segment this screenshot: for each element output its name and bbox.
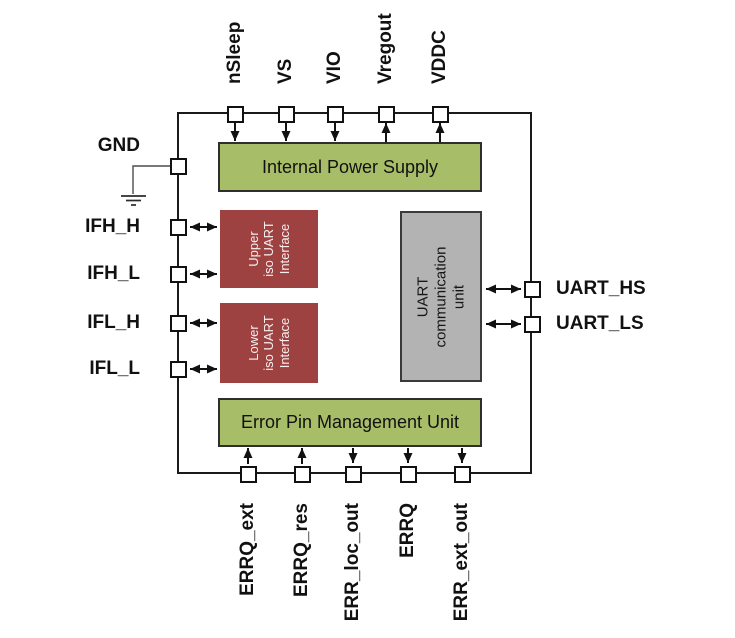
pin-ifh-h (170, 219, 187, 236)
pin-label-errq-ext: ERRQ_ext (237, 503, 258, 596)
pin-label-ifh-h: IFH_H (85, 216, 140, 237)
block-label-line: iso UART (261, 221, 277, 277)
pin-label-vio: VIO (324, 51, 345, 84)
pin-ifl-h (170, 315, 187, 332)
block-uart-communication-unit: UART communication unit (400, 211, 482, 382)
block-label-line: Lower (246, 325, 261, 361)
pin-label-errq-res: ERRQ_res (291, 503, 312, 597)
pin-label-ifl-l: IFL_L (89, 358, 140, 379)
block-label-line: communication (432, 246, 450, 347)
pin-label-vregout: Vregout (375, 13, 396, 84)
pin-label-vddc: VDDC (429, 30, 450, 84)
pin-uart-hs (524, 281, 541, 298)
ground-wire (132, 165, 170, 194)
pin-ifh-l (170, 266, 187, 283)
block-error-pin-management-unit: Error Pin Management Unit (218, 398, 482, 447)
block-label-upper-iso: Upper iso UART Interface (245, 213, 293, 285)
block-label-internal-power-supply: Internal Power Supply (261, 156, 439, 177)
pin-vs (278, 106, 295, 123)
block-label-line: Interface (276, 223, 292, 275)
pin-label-ifl-h: IFL_H (87, 312, 140, 333)
pin-label-nsleep: nSleep (224, 21, 245, 84)
pin-nsleep (227, 106, 244, 123)
pin-vregout (378, 106, 395, 123)
pin-ifl-l (170, 361, 187, 378)
block-label-uart-comm: UART communication unit (412, 246, 470, 347)
block-label-line: Interface (276, 317, 292, 369)
pin-label-err-loc-out: ERR_loc_out (342, 503, 363, 622)
block-label-line: iso UART (261, 315, 277, 371)
block-lower-iso-uart-interface: Lower iso UART Interface (220, 303, 318, 383)
pin-label-errq: ERRQ (397, 503, 418, 558)
pin-label-ifh-l: IFH_L (87, 263, 140, 284)
ground-icon (121, 195, 146, 206)
block-label-line: unit (449, 284, 467, 309)
block-label-line: Upper (246, 231, 261, 267)
block-label-lower-iso: Lower iso UART Interface (245, 307, 293, 379)
pin-err-loc-out (345, 466, 362, 483)
block-internal-power-supply: Internal Power Supply (218, 142, 482, 192)
pin-gnd (170, 158, 187, 175)
pin-errq-ext (240, 466, 257, 483)
block-label-line: UART (414, 276, 432, 317)
pin-label-gnd: GND (97, 135, 140, 156)
pin-errq (400, 466, 417, 483)
pin-label-vs: VS (275, 58, 296, 84)
pin-uart-ls (524, 316, 541, 333)
pin-label-uart-ls: UART_LS (556, 313, 644, 334)
pin-vio (327, 106, 344, 123)
pin-errq-res (294, 466, 311, 483)
pin-vddc (432, 106, 449, 123)
block-upper-iso-uart-interface: Upper iso UART Interface (220, 210, 318, 288)
block-label-error-pin-management: Error Pin Management Unit (240, 412, 460, 432)
pin-label-uart-hs: UART_HS (556, 278, 646, 299)
pin-err-ext-out (454, 466, 471, 483)
pin-label-err-ext-out: ERR_ext_out (451, 503, 472, 622)
